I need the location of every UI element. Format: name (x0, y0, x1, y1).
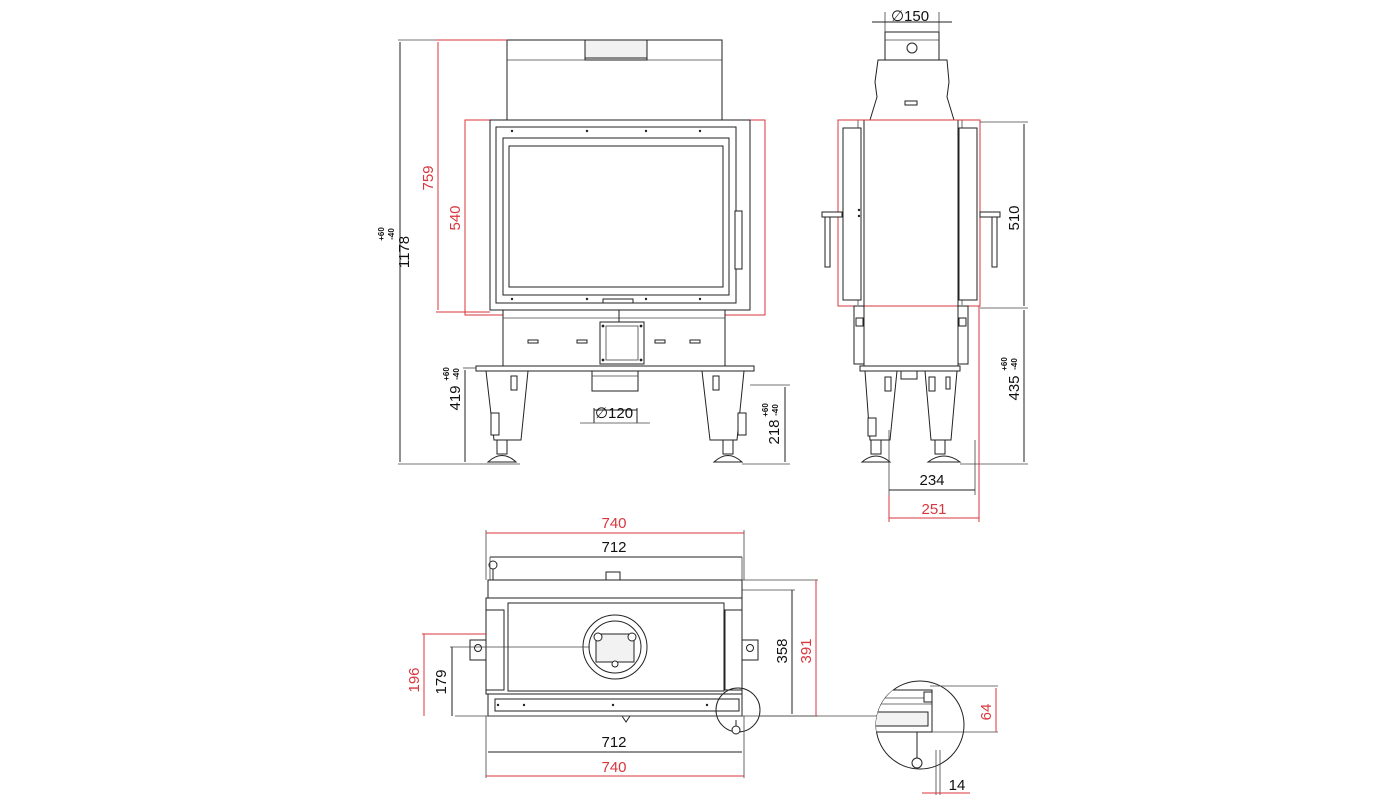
tol-218-plus: +60 (761, 403, 770, 417)
dim-width-740-top: 740 (601, 515, 626, 532)
dim-width-14: 14 (949, 777, 966, 794)
dim-depth-234: 234 (919, 472, 944, 489)
tol-height-total-minus: -40 (387, 228, 396, 240)
dim-depth-251: 251 (921, 501, 946, 518)
dim-height-435: 435 (1006, 375, 1023, 400)
dim-width-712-top: 712 (601, 539, 626, 556)
dim-height-759: 759 (420, 165, 437, 190)
dim-width-712-bottom: 712 (601, 734, 626, 751)
dim-offset-179: 179 (433, 669, 450, 694)
dim-height-total: 1178 (396, 236, 413, 268)
tol-435-minus: -40 (1010, 358, 1019, 370)
tol-435-plus: +60 (1000, 357, 1009, 371)
side-view: ∅150 510 435 +60 -40 234 251 (821, 8, 1028, 522)
top-view: 740 712 712 740 358 391 196 179 (406, 515, 880, 778)
dim-depth-391: 391 (798, 638, 815, 663)
dim-height-540: 540 (447, 205, 464, 230)
dim-depth-358: 358 (774, 638, 791, 663)
tol-419-plus: +60 (442, 367, 451, 381)
dim-height-218: 218 (766, 419, 783, 444)
dim-height-510: 510 (1006, 205, 1023, 230)
dim-diameter-120: ∅120 (595, 405, 633, 422)
tol-height-total-plus: +60 (377, 227, 386, 241)
tol-218-minus: -40 (771, 404, 780, 416)
dim-offset-196: 196 (406, 667, 423, 692)
dim-height-419: 419 (447, 385, 464, 410)
dim-width-740-bottom: 740 (601, 759, 626, 776)
dim-height-64: 64 (978, 704, 995, 721)
dim-diameter-150: ∅150 (891, 8, 929, 25)
detail-view: 64 14 (875, 680, 998, 795)
tol-419-minus: -40 (452, 368, 461, 380)
front-view: 1178 +60 -40 759 540 419 +60 -40 ∅120 21… (377, 39, 790, 465)
